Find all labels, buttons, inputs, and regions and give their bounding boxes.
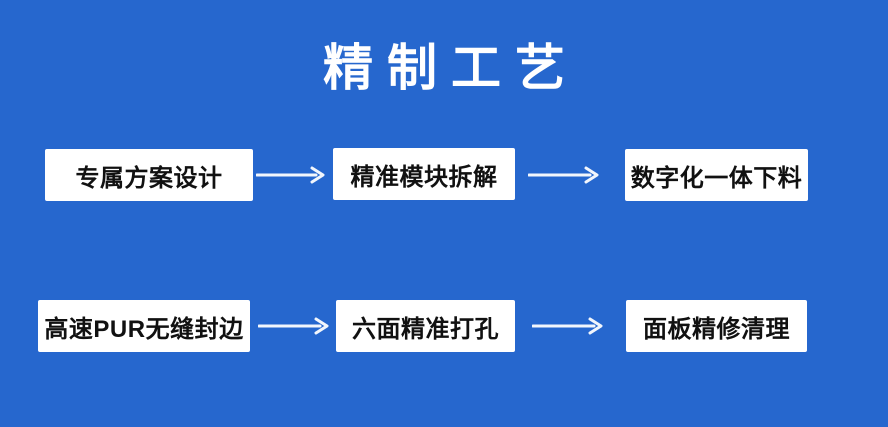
process-step-label: 专属方案设计 [75, 164, 223, 192]
process-step-box: 高速PUR无缝封边 [38, 300, 250, 352]
arrow-right-icon [532, 316, 604, 336]
arrow-right-icon [256, 165, 326, 185]
process-step-box: 六面精准打孔 [336, 300, 515, 352]
arrow-right-icon [258, 316, 330, 336]
process-step-label: 数字化一体下料 [630, 164, 803, 192]
process-step-label: 六面精准打孔 [352, 315, 499, 343]
process-step-box: 面板精修清理 [626, 300, 807, 352]
arrow-right-icon [528, 165, 600, 185]
process-step-label: 面板精修清理 [643, 315, 790, 343]
process-step-box: 数字化一体下料 [625, 149, 808, 201]
process-step-label: 精准模块拆解 [350, 163, 498, 191]
process-step-box: 精准模块拆解 [333, 148, 515, 200]
process-step-box: 专属方案设计 [45, 149, 253, 201]
process-step-label: 高速PUR无缝封边 [44, 315, 244, 343]
page-title: 精制工艺 [323, 40, 579, 96]
